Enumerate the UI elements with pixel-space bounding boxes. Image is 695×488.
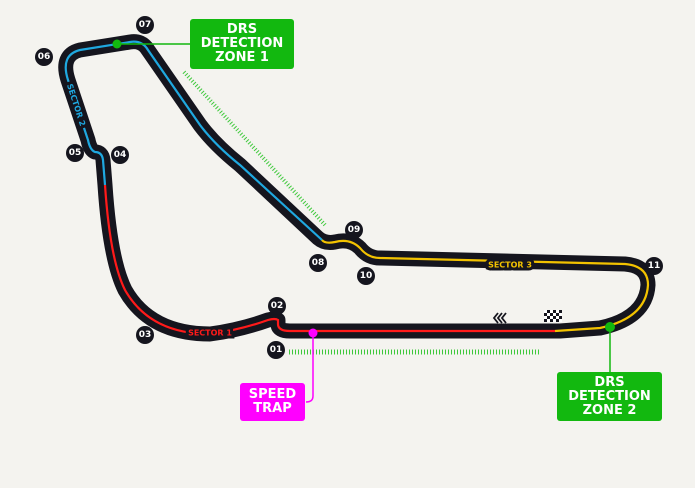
sector-1-label: SECTOR 1 xyxy=(188,329,232,338)
corner-07: 07 xyxy=(136,16,154,34)
drs-1-line-3: ZONE 1 xyxy=(215,50,269,65)
drs-zone-1-line xyxy=(182,70,328,228)
svg-text:10: 10 xyxy=(360,271,373,281)
speed-trap-connector xyxy=(305,333,314,403)
corner-04: 04 xyxy=(111,146,129,164)
drs-2-line-2: DETECTION xyxy=(568,388,651,404)
corner-02: 02 xyxy=(268,297,286,315)
corner-05: 05 xyxy=(66,144,84,162)
drs-1-detection-point xyxy=(112,39,122,49)
corner-08: 08 xyxy=(309,254,327,272)
speed-trap-line-2: TRAP xyxy=(253,401,292,416)
svg-text:05: 05 xyxy=(69,148,82,158)
drs-1-line-1: DRS xyxy=(226,22,258,37)
svg-text:11: 11 xyxy=(648,261,661,271)
drs-2-line-1: DRS xyxy=(594,374,625,390)
speed-trap-callout: SPEED TRAP xyxy=(240,383,305,421)
drs-2-line-3: ZONE 2 xyxy=(582,402,637,418)
svg-text:01: 01 xyxy=(270,345,283,355)
corner-01: 01 xyxy=(267,341,285,359)
sector-1-line xyxy=(103,184,555,336)
track-outline xyxy=(58,34,656,342)
svg-text:04: 04 xyxy=(114,150,127,160)
sector-3-label: SECTOR 3 xyxy=(488,261,532,270)
sector-2-line xyxy=(64,40,323,241)
corner-09: 09 xyxy=(345,221,363,239)
svg-text:08: 08 xyxy=(312,258,325,268)
corner-11: 11 xyxy=(645,257,663,275)
checkered-flag-icon xyxy=(544,310,562,322)
svg-text:09: 09 xyxy=(348,225,361,235)
corner-06: 06 xyxy=(35,48,53,66)
speed-trap-line-1: SPEED xyxy=(248,387,297,402)
drs-detection-zone-2-callout: DRS DETECTION ZONE 2 xyxy=(557,372,662,421)
svg-text:03: 03 xyxy=(139,330,152,340)
corner-10: 10 xyxy=(357,267,375,285)
sector-3-line xyxy=(321,239,650,333)
svg-text:07: 07 xyxy=(139,20,152,30)
drs-1-line-2: DETECTION xyxy=(200,36,284,51)
drs-detection-zone-1-callout: DRS DETECTION ZONE 1 xyxy=(190,19,294,69)
svg-text:02: 02 xyxy=(271,301,284,311)
drs-2-detection-point xyxy=(605,322,615,332)
svg-text:06: 06 xyxy=(38,52,51,62)
speed-trap-point xyxy=(308,328,318,338)
direction-chevrons-icon xyxy=(492,312,507,324)
corner-03: 03 xyxy=(136,326,154,344)
